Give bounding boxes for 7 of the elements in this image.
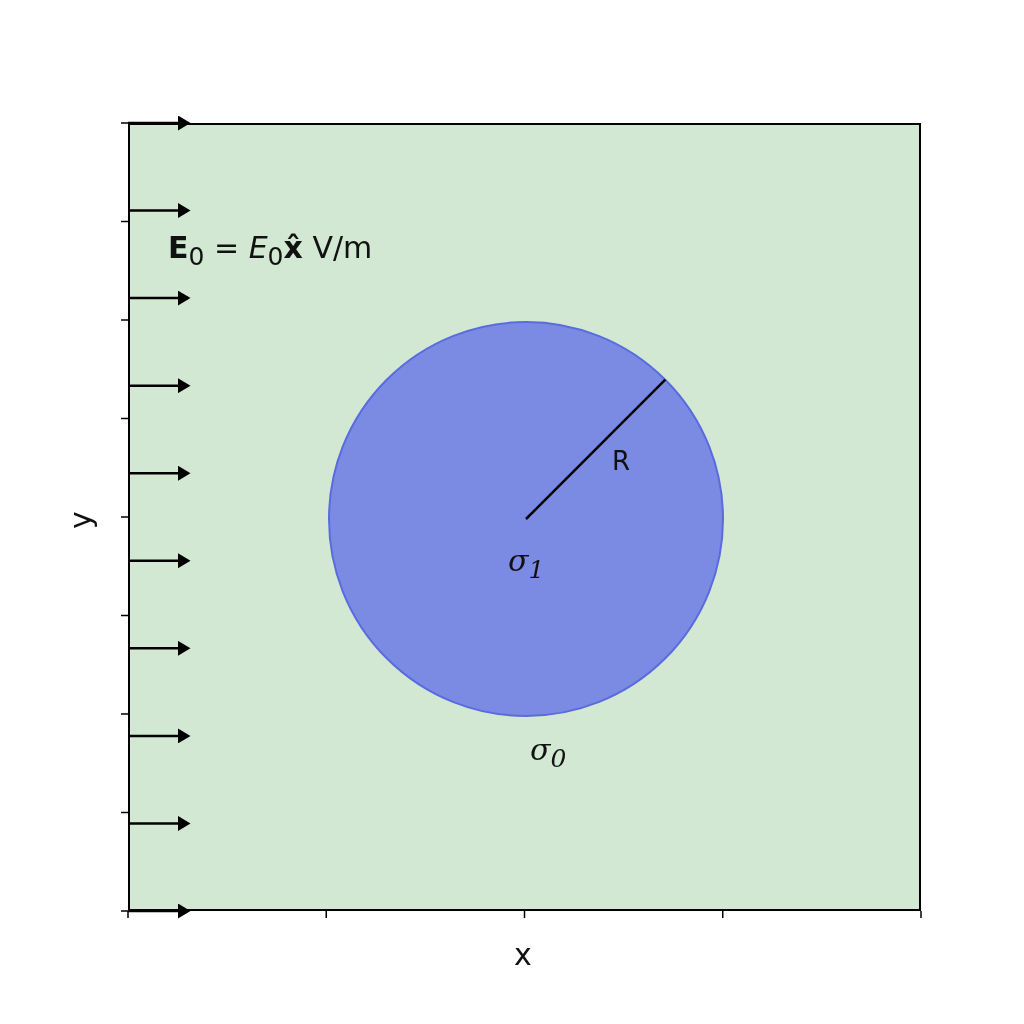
field-equation: E$_{0}$ = E$_{0}$x̂ V/m	[168, 233, 373, 269]
charge-density-label: σ$_{0}$	[530, 735, 567, 771]
axis-label: y	[65, 511, 96, 529]
sphere	[328, 321, 724, 717]
charge-density-label: σ$_{1}$	[508, 546, 545, 582]
radius-label: R	[612, 448, 631, 474]
axis-label: x	[514, 940, 532, 970]
